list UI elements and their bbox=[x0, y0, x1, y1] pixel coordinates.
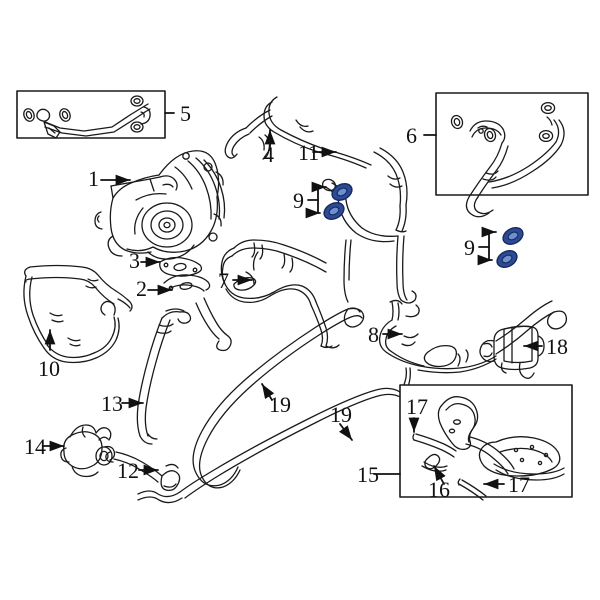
bracket-4 bbox=[224, 109, 273, 160]
callout-labels: 1 2 3 4 5 6 7 8 9 9 10 11 12 13 14 15 16… bbox=[24, 101, 568, 502]
callout-number-5: 5 bbox=[180, 101, 191, 126]
callout-number-9-left: 9 bbox=[293, 188, 304, 213]
vacuum-hose-19b bbox=[137, 367, 411, 504]
callout-number-4: 4 bbox=[263, 142, 274, 167]
callout-number-7: 7 bbox=[218, 268, 229, 293]
callout-number-2: 2 bbox=[136, 276, 147, 301]
callout-number-15: 15 bbox=[357, 462, 379, 487]
auxiliary-water-pump-14 bbox=[60, 424, 116, 478]
vacuum-hose-19a bbox=[192, 307, 365, 489]
boxed-group-6 bbox=[435, 92, 589, 218]
leader-19b bbox=[339, 423, 353, 441]
boxed-group-15 bbox=[399, 384, 573, 501]
coolant-hose-7 bbox=[220, 239, 340, 349]
gasket-flange-3 bbox=[159, 256, 203, 277]
leader-9b-bottom bbox=[477, 246, 493, 266]
solenoid-valve-18 bbox=[479, 325, 545, 379]
callout-number-1: 1 bbox=[88, 166, 99, 191]
callout-number-13: 13 bbox=[101, 391, 123, 416]
leader-16 bbox=[433, 465, 446, 485]
callout-number-9-right: 9 bbox=[464, 235, 475, 260]
callout-number-18: 18 bbox=[546, 334, 568, 359]
callout-number-11: 11 bbox=[298, 140, 319, 165]
leader-9a-top bbox=[307, 181, 327, 201]
boxed-group-5 bbox=[16, 90, 166, 139]
turbocharger-assembly bbox=[94, 150, 226, 260]
callout-number-16: 16 bbox=[428, 477, 450, 502]
leader-lines bbox=[43, 112, 543, 490]
callout-number-14: 14 bbox=[24, 434, 46, 459]
callout-number-3: 3 bbox=[129, 248, 140, 273]
callout-number-17b: 17 bbox=[508, 472, 530, 497]
callout-number-19a: 19 bbox=[269, 392, 291, 417]
callout-number-6: 6 bbox=[406, 123, 417, 148]
leader-19a bbox=[261, 383, 275, 401]
callout-number-10: 10 bbox=[38, 356, 60, 381]
leader-9a-bottom bbox=[305, 199, 321, 219]
coolant-line-10 bbox=[23, 264, 133, 364]
leader-9b-top bbox=[478, 226, 497, 248]
callout-number-19b: 19 bbox=[330, 402, 352, 427]
coolant-pipe-13 bbox=[136, 308, 192, 445]
callout-number-8: 8 bbox=[368, 322, 379, 347]
highlighted-seal-gaskets bbox=[323, 183, 524, 268]
callout-number-17a: 17 bbox=[406, 394, 428, 419]
callout-number-12: 12 bbox=[117, 458, 139, 483]
